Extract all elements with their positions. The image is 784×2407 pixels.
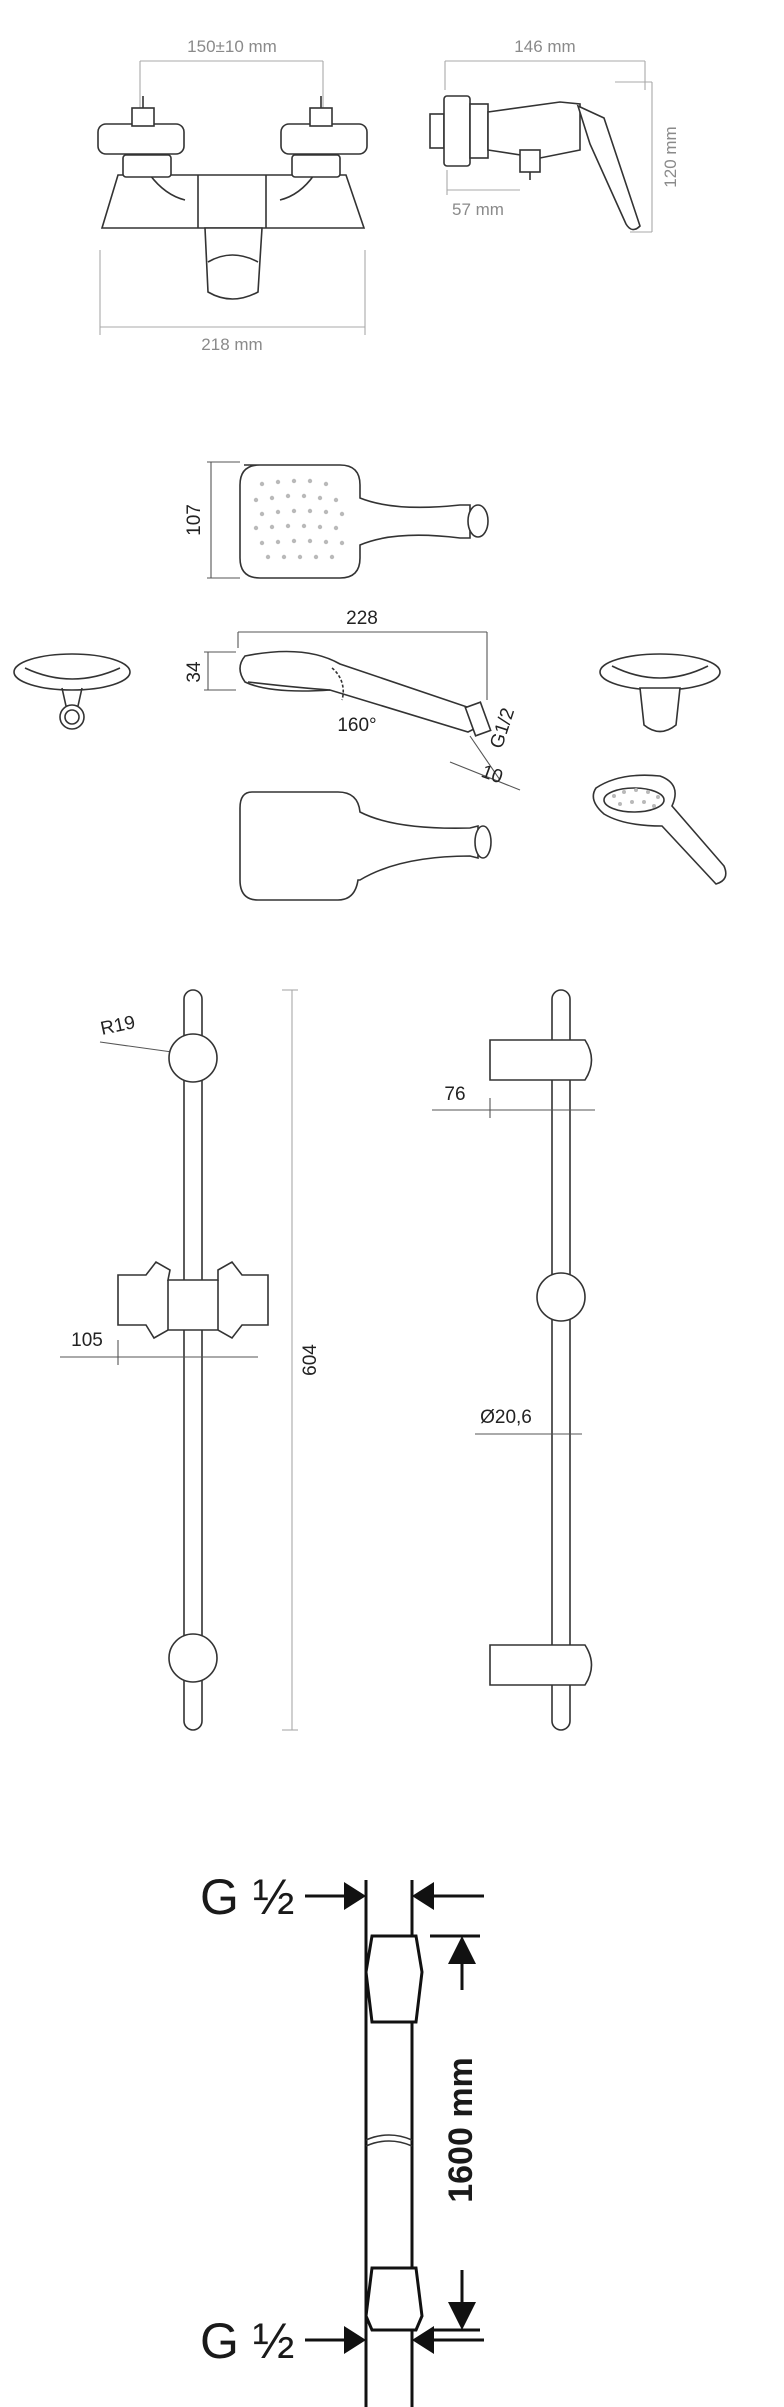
slide-bar-side-view (432, 989, 595, 1731)
hand-shower-thread-label: G1/2 (486, 705, 519, 751)
hand-shower-back-view (239, 791, 492, 901)
hand-shower-angle-label: 160° (337, 715, 376, 736)
slide-bar-holder-projection-label: 76 (444, 1084, 465, 1105)
slide-bar-height-label: 604 (300, 1344, 321, 1376)
hand-shower-connector-label: 10 (478, 761, 505, 788)
mixer-height-label: 120 mm (661, 126, 680, 187)
slide-bar-offset-label: 105 (71, 1330, 103, 1351)
hose-top-thread-label: G ½ (200, 1869, 294, 1925)
hand-shower-front-left-view (13, 653, 131, 730)
mixer-projection-label: 57 mm (452, 200, 504, 219)
hand-shower-front-right-view (599, 653, 721, 733)
hand-shower-width-label: 107 (184, 504, 205, 536)
mixer-front-view (97, 60, 368, 335)
hand-shower-face-view (207, 461, 489, 579)
slide-bar-diameter-label: Ø20,6 (480, 1407, 532, 1428)
hand-shower-perspective-view (592, 774, 727, 885)
slide-bar-front-view (60, 989, 298, 1731)
mixer-centers-label: 150±10 mm (187, 37, 277, 56)
slide-bar-radius-label: R19 (99, 1012, 137, 1040)
hand-shower-thickness-label: 34 (184, 661, 205, 683)
hand-shower-length-label: 228 (346, 608, 378, 629)
mixer-depth-label: 146 mm (514, 37, 575, 56)
shower-hose (305, 1880, 484, 2407)
mixer-side-view (429, 60, 653, 233)
hose-bottom-thread-label: G ½ (200, 2313, 294, 2369)
spray-holes (253, 478, 345, 560)
mixer-width-label: 218 mm (201, 335, 262, 354)
hand-shower-side-view (204, 631, 521, 791)
hose-length-label: 1600 mm (442, 2057, 480, 2203)
